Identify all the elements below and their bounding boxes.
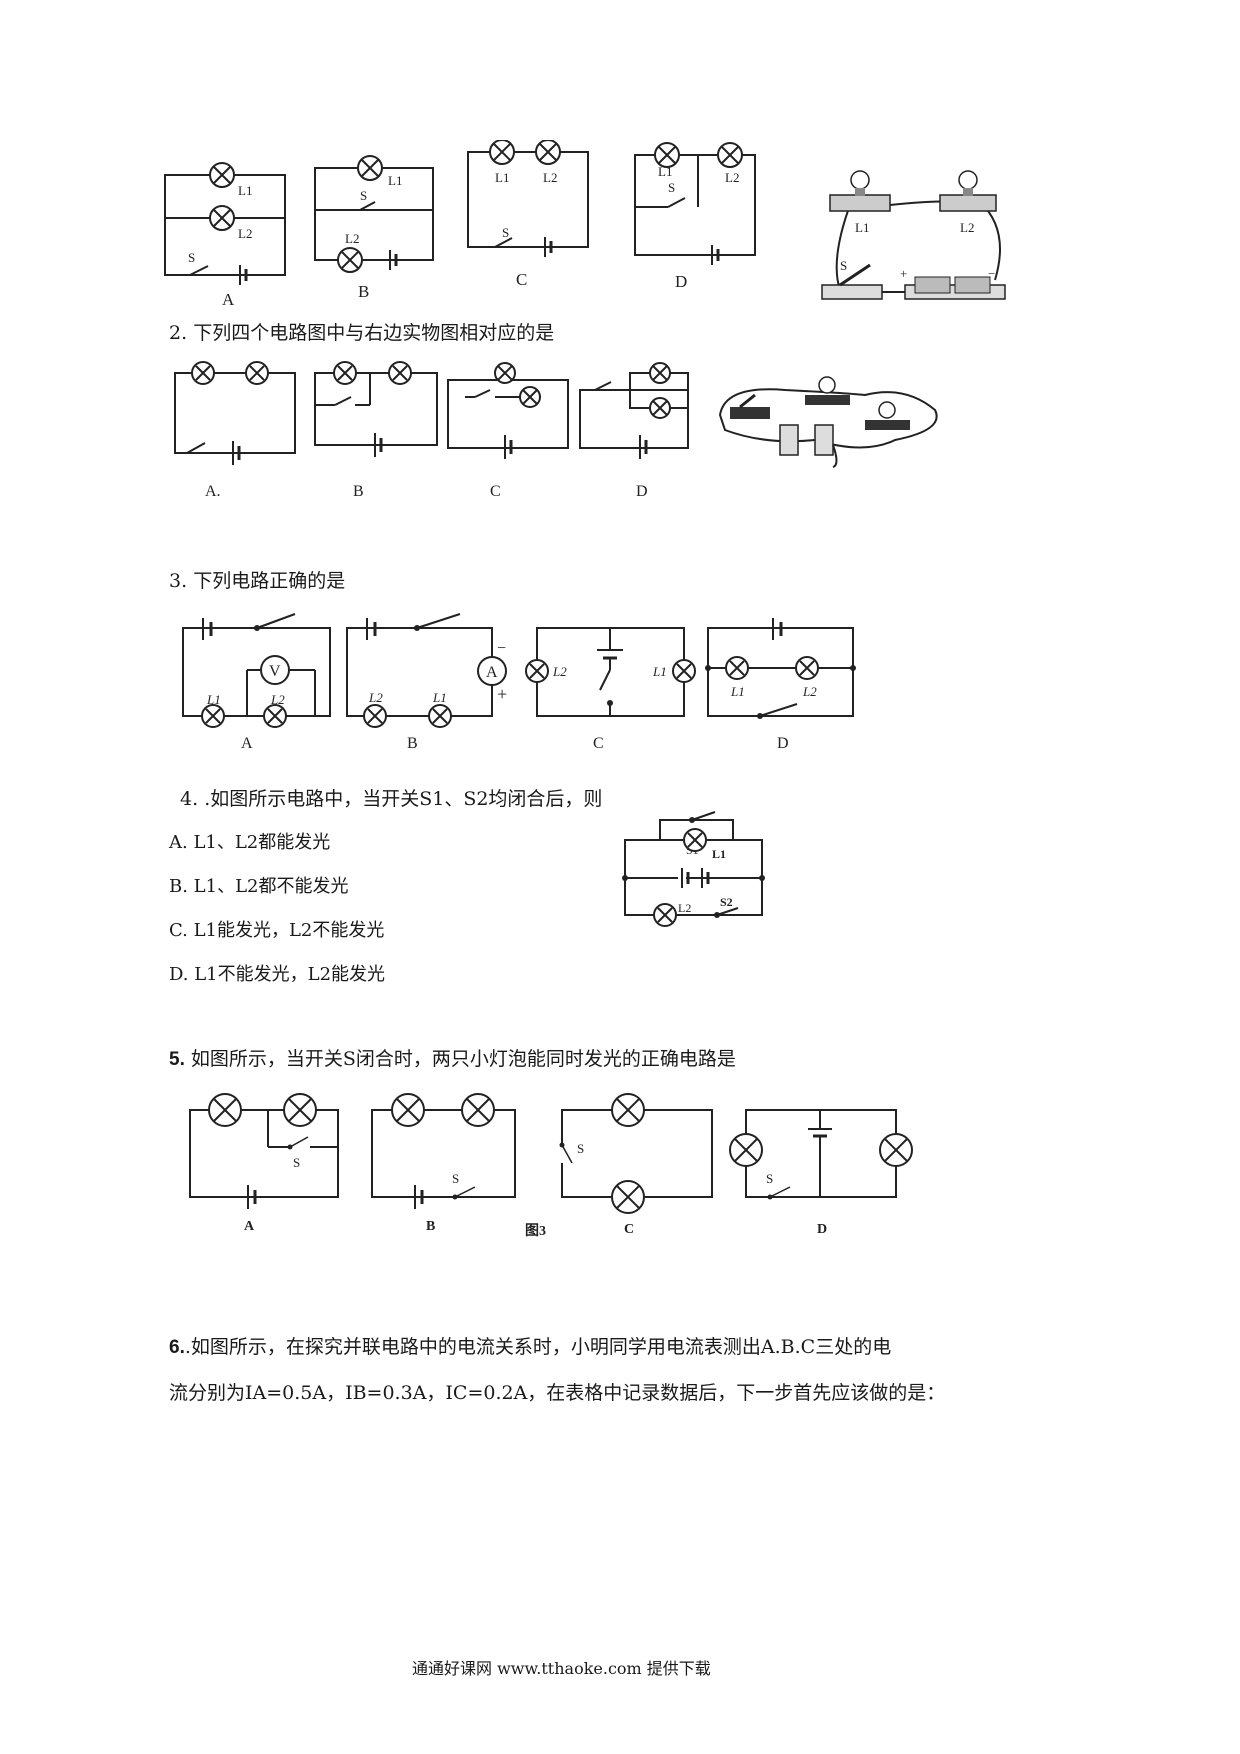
svg-text:L1: L1 [658, 164, 672, 179]
q5-label-c: C [624, 1222, 634, 1237]
q1-circuit-d: L1 L2 S D [634, 142, 756, 291]
q3-label-d: D [777, 735, 789, 752]
svg-text:−: − [497, 640, 506, 657]
svg-text:S: S [188, 250, 195, 265]
q4-question: 4. .如图所示电路中，当开关S1、S2均闭合后，则 [180, 784, 602, 811]
svg-text:−: − [988, 266, 995, 281]
q5-circuit-figures: S A S B S C 图3 S D [189, 1093, 913, 1239]
q6-text-line1: .如图所示，在探究并联电路中的电流关系时，小明同学用电流表测出A.B.C三处的电 [184, 1336, 892, 1358]
q2-real-circuit-photo [718, 376, 938, 468]
q5-question: 5. 如图所示，当开关S闭合时，两只小灯泡能同时发光的正确电路是 [169, 1044, 736, 1071]
q5-circuit-a: S A [189, 1093, 339, 1234]
q1-label-a: A [222, 290, 235, 309]
q2-text: 下列四个电路图中与右边实物图相对应的是 [193, 322, 555, 344]
q3-circuit-c: L2 L1 C [525, 627, 696, 752]
q2-question: 2. 下列四个电路图中与右边实物图相对应的是 [169, 318, 554, 345]
svg-text:A: A [486, 664, 498, 681]
q3-question: 3. 下列电路正确的是 [169, 566, 345, 593]
svg-text:L2: L2 [552, 664, 567, 679]
svg-text:L1: L1 [652, 664, 667, 679]
q3-circuit-a: V L1 L2 A [182, 613, 331, 752]
q5-label-d: D [817, 1222, 827, 1237]
svg-text:L1: L1 [730, 684, 745, 699]
q2-circuit-c: C [447, 362, 569, 500]
q5-label-a: A [244, 1219, 255, 1234]
q3-circuit-d: L1 L2 D [705, 618, 856, 752]
q5-circuit-c: S C [559, 1093, 713, 1237]
svg-text:L2: L2 [238, 226, 252, 241]
q1-circuit-figures: L1 L2 S A L1 S L2 B L1 L2 S C [164, 140, 1006, 309]
q2-label-c: C [490, 483, 501, 500]
svg-text:+: + [900, 266, 907, 281]
q3-number: 3. [169, 570, 188, 592]
q1-circuit-a: L1 L2 S A [164, 162, 286, 309]
q6-question-line2: 流分别为IA=0.5A，IB=0.3A，IC=0.2A，在表格中记录数据后，下一… [169, 1382, 946, 1404]
q2-circuit-d: D [579, 362, 689, 500]
q3-text: 下列电路正确的是 [193, 570, 346, 592]
q1-circuit-c: L1 L2 S C [467, 140, 589, 289]
q1-real-circuit-photo: L1 L2 S + − [821, 170, 1006, 300]
svg-text:L2: L2 [368, 690, 383, 705]
svg-text:S: S [577, 1141, 584, 1156]
q6-question-line1: 6..如图所示，在探究并联电路中的电流关系时，小明同学用电流表测出A.B.C三处… [169, 1332, 891, 1359]
q5-circuit-b: S B [371, 1093, 516, 1234]
q4-option-d: D. L1不能发光，L2能发光 [169, 964, 386, 985]
svg-text:+: + [497, 684, 507, 704]
svg-text:L1: L1 [712, 847, 726, 861]
svg-text:L1: L1 [495, 170, 509, 185]
svg-text:L2: L2 [960, 220, 974, 235]
svg-text:L1: L1 [388, 173, 402, 188]
svg-text:S: S [293, 1155, 300, 1170]
q2-circuit-b: B [314, 361, 438, 500]
svg-text:L2: L2 [678, 901, 691, 915]
svg-text:L1: L1 [432, 690, 447, 705]
q6-number: 6. [169, 1337, 185, 1358]
q5-label-b: B [426, 1219, 435, 1234]
q4-option-a: A. L1、L2都能发光 [169, 832, 331, 853]
page-footer: 通通好课网 www.tthaoke.com 提供下载 [412, 1659, 711, 1678]
q1-label-c: C [516, 270, 527, 289]
q4-option-c: C. L1能发光，L2不能发光 [169, 920, 385, 941]
q3-circuit-b: A − + L2 L1 B [346, 613, 507, 752]
q4-circuit-figure: S1 L1 L2 S2 [622, 811, 765, 927]
q5-number: 5. [169, 1049, 185, 1070]
q2-label-d: D [636, 483, 648, 500]
svg-text:L1: L1 [238, 183, 252, 198]
svg-text:L1: L1 [855, 220, 869, 235]
q4-option-b: B. L1、L2都不能发光 [169, 876, 349, 897]
svg-text:S: S [668, 180, 675, 195]
svg-text:S2: S2 [720, 895, 733, 909]
q5-circuit-d: S D [729, 1109, 913, 1237]
q3-label-c: C [593, 735, 604, 752]
svg-text:S: S [360, 188, 367, 203]
svg-text:L2: L2 [543, 170, 557, 185]
q2-label-b: B [353, 483, 364, 500]
q3-label-b: B [407, 735, 418, 752]
q2-label-a: A. [205, 483, 221, 500]
q5-text: 如图所示，当开关S闭合时，两只小灯泡能同时发光的正确电路是 [190, 1048, 736, 1070]
q4-text: .如图所示电路中，当开关S1、S2均闭合后，则 [204, 788, 603, 810]
svg-text:L2: L2 [725, 170, 739, 185]
q3-circuit-figures: V L1 L2 A A − + L2 L1 B L2 L [182, 613, 856, 752]
q2-circuit-a: A. [174, 361, 296, 500]
svg-text:S: S [452, 1171, 459, 1186]
q2-circuit-figures: A. B C D [174, 361, 938, 500]
q1-label-b: B [358, 282, 369, 301]
svg-text:S: S [840, 258, 847, 273]
q3-label-a: A [241, 735, 253, 752]
svg-text:V: V [269, 663, 281, 680]
svg-text:L2: L2 [270, 692, 285, 707]
svg-text:L1: L1 [206, 692, 221, 707]
q1-label-d: D [675, 272, 687, 291]
q2-number: 2. [169, 322, 188, 344]
svg-text:S: S [766, 1171, 773, 1186]
svg-text:L2: L2 [345, 231, 359, 246]
svg-text:S: S [502, 225, 509, 240]
svg-text:L2: L2 [802, 684, 817, 699]
q4-number: 4. [180, 788, 199, 810]
q1-circuit-b: L1 S L2 B [314, 155, 434, 301]
q5-fig-caption: 图3 [525, 1223, 546, 1239]
